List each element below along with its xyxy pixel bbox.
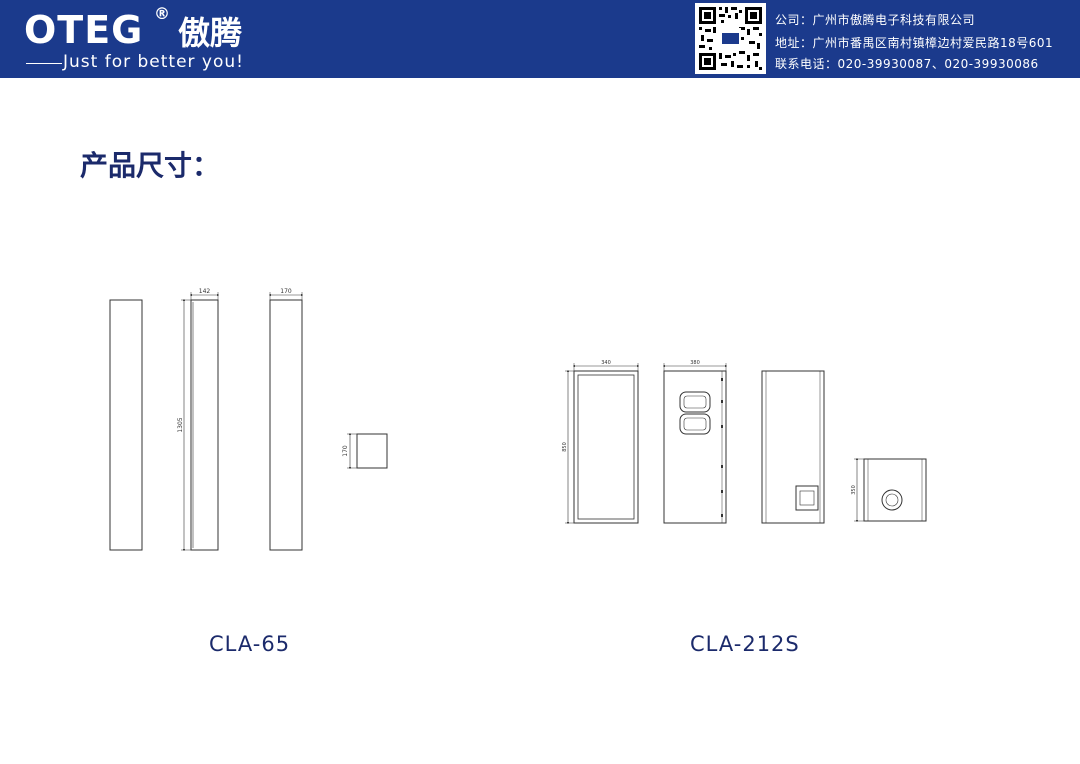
section-title: 产品尺寸： (80, 149, 221, 182)
company-address: 地址：广州市番禺区南村镇樟边村爱民路18号601 (775, 36, 1054, 50)
cla65-top-view: 170 (342, 432, 388, 470)
cla212s-rear-view (761, 370, 825, 524)
logo-chinese: 傲腾 (178, 14, 243, 52)
cla65-width-label: 142 (199, 288, 211, 295)
company-name: 公司：广州市傲腾电子科技有限公司 (775, 13, 976, 27)
cla65-height-label: 1305 (177, 417, 184, 432)
cla212s-top-view: 350 (851, 457, 927, 523)
cla65-front-view (109, 299, 143, 551)
cla212s-side-view: 380 (662, 360, 728, 524)
cla212s-height-label: 850 (562, 442, 568, 452)
cla212s-front-view: 340 850 (562, 360, 640, 525)
registered-mark: ® (154, 4, 170, 23)
cla65-side-label: 170 (342, 445, 349, 457)
tagline: Just for better you! (63, 52, 244, 72)
cla212s-width-label: 340 (601, 360, 611, 366)
cla212s-depth-label: 380 (690, 360, 700, 366)
tagline-dash (26, 63, 62, 64)
cla65-depth-label: 170 (280, 288, 292, 295)
header-banner: OTEG ® 傲腾 Just for better you! 公司： (0, 0, 1080, 78)
cla65-rear-view: 170 (268, 288, 304, 551)
model-label-cla65: CLA-65 (209, 632, 291, 656)
cla212s-side-label: 350 (851, 485, 857, 495)
qr-code-icon (695, 3, 766, 74)
logo-wordmark: OTEG (24, 8, 144, 52)
cla65-side-view: 142 1305 (177, 288, 220, 552)
company-phone: 联系电话：020-39930087、020-39930086 (775, 57, 1039, 71)
model-label-cla212s: CLA-212S (690, 632, 800, 656)
